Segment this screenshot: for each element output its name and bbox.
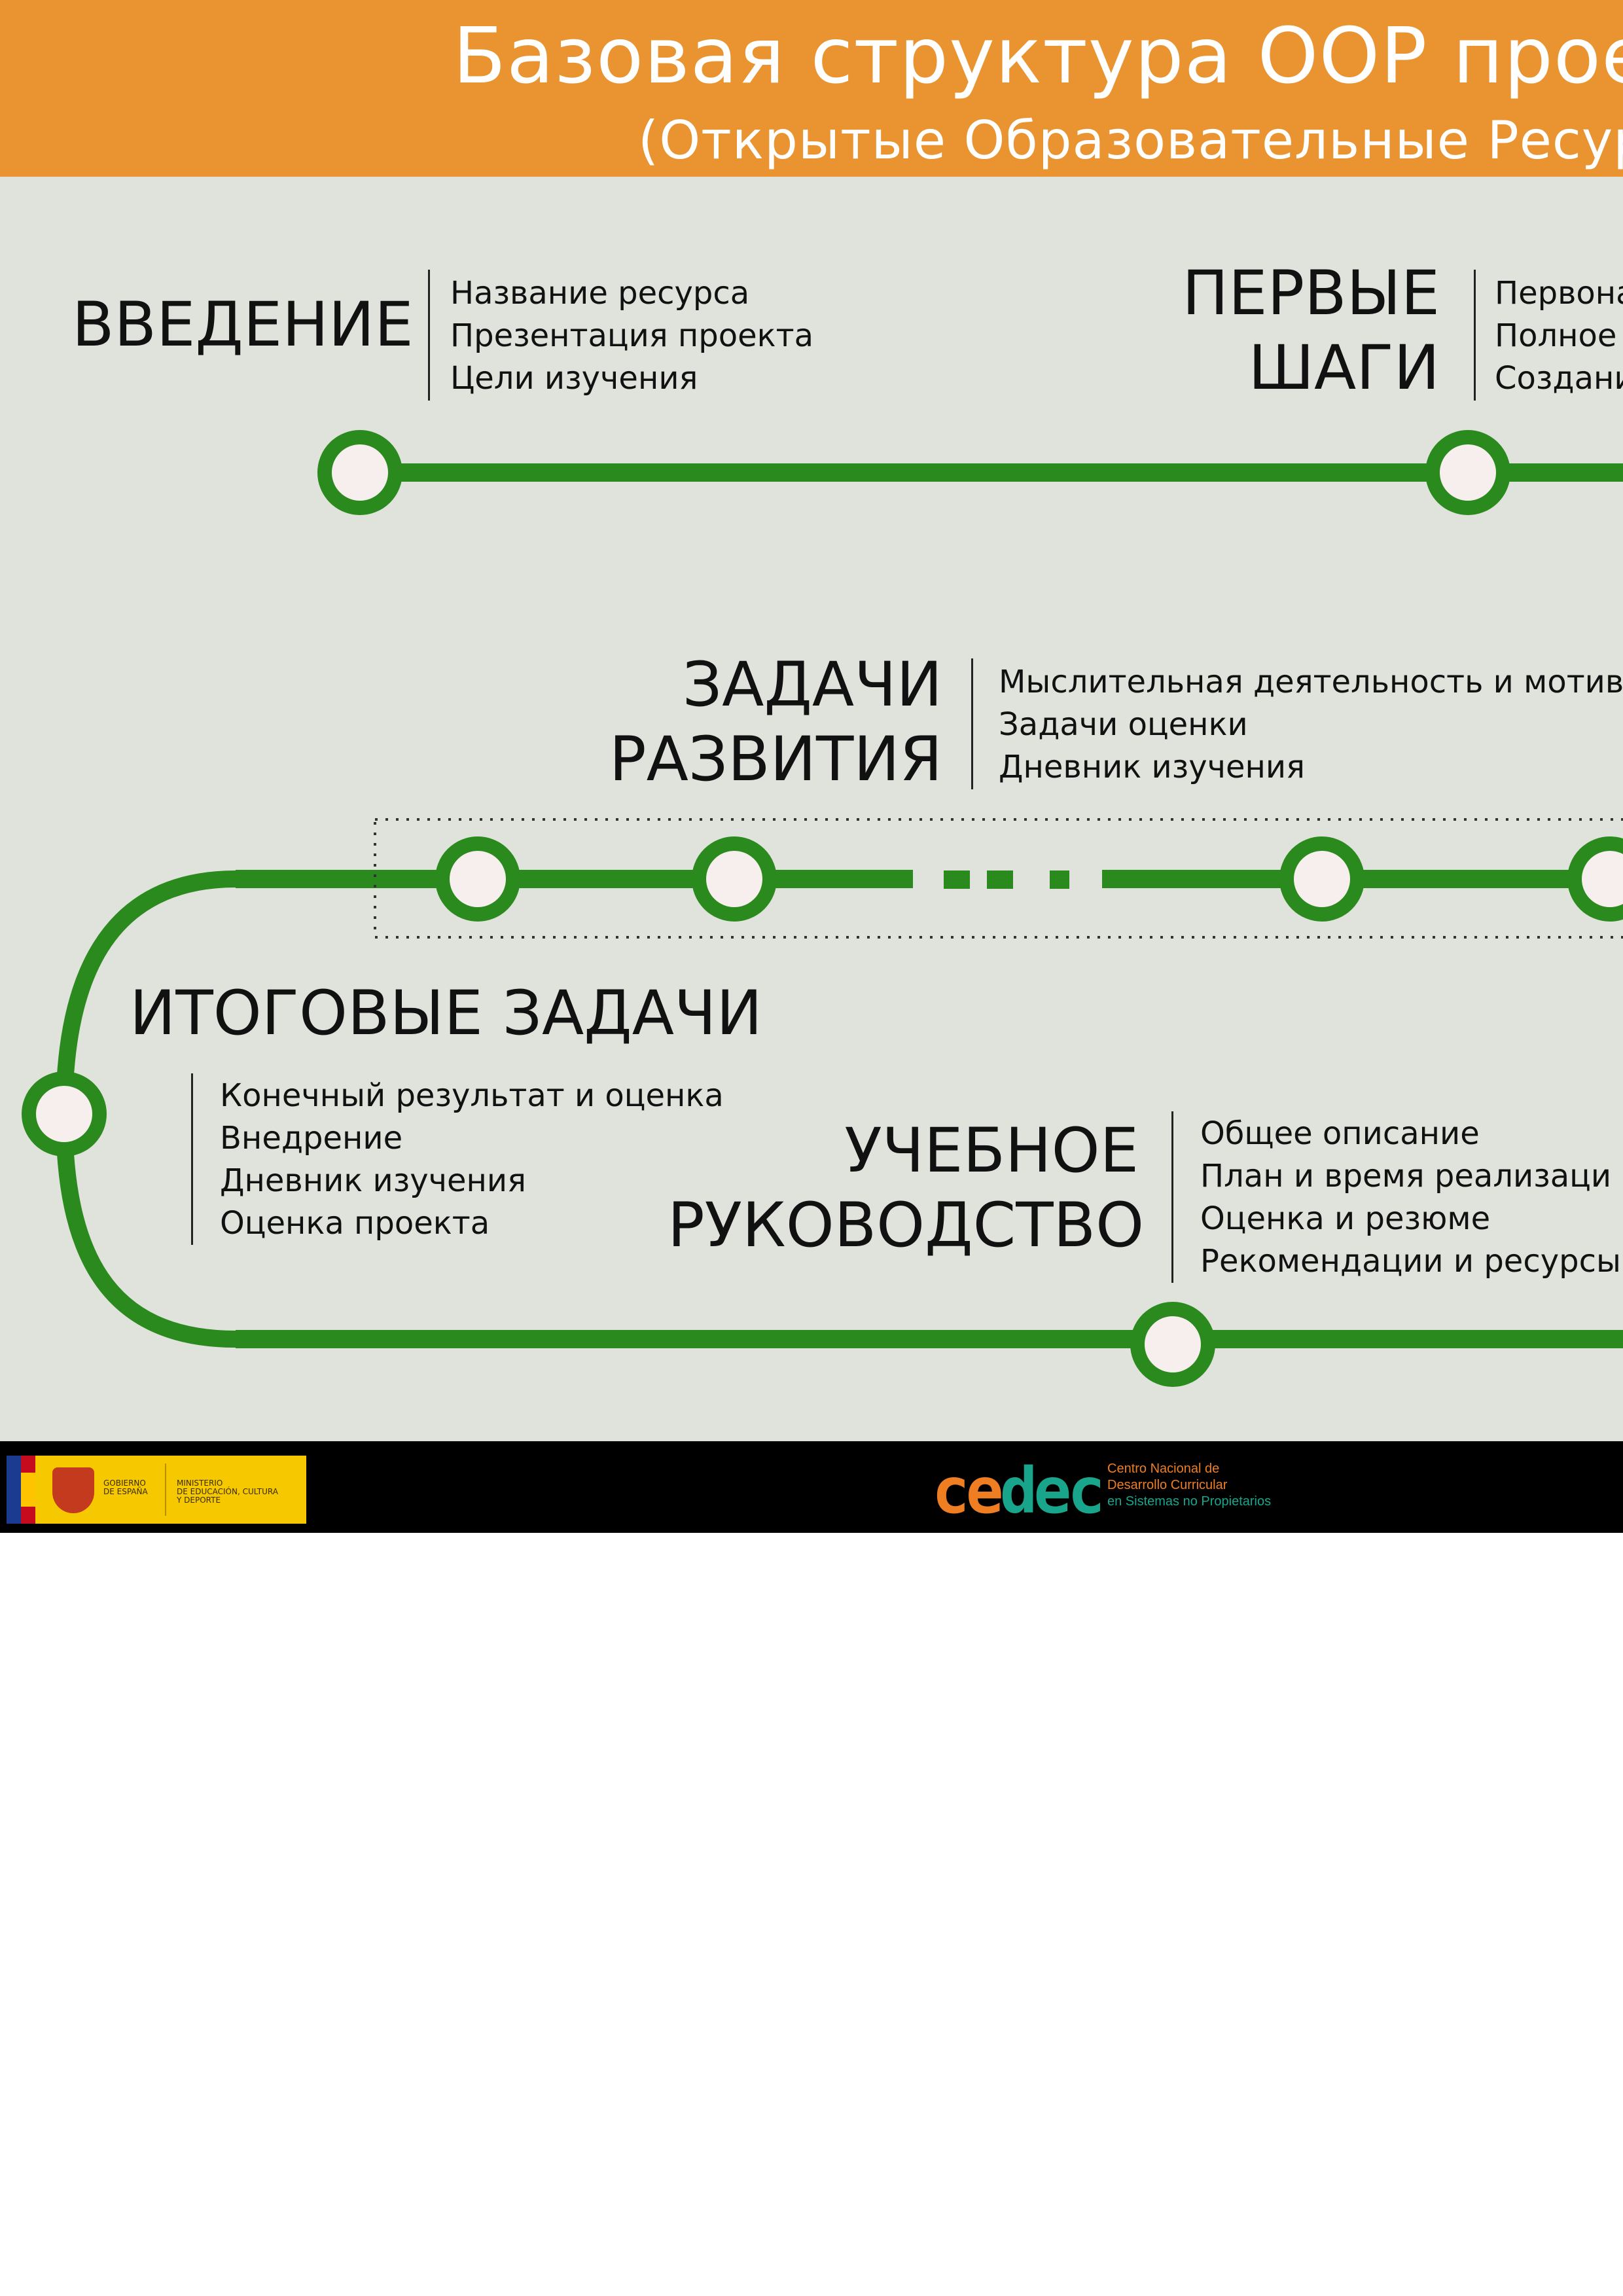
dev-tasks-item: Задачи оценки — [999, 706, 1248, 743]
ministry-label-line2: DE EDUCACIÓN, CULTURA — [177, 1487, 278, 1496]
station-final-tasks — [22, 1071, 107, 1157]
intro-items: Название ресурса Презентация проекта Цел… — [450, 272, 813, 400]
dev-tasks-items: Мыслительная деятельность и мотив Задачи… — [999, 661, 1623, 789]
first-steps-item: Первона — [1495, 275, 1623, 312]
government-label: GOBIERNO DE ESPAÑA — [103, 1479, 148, 1496]
page-title: Базовая структура ООР проект — [453, 10, 1623, 101]
dev-tasks-item: Дневник изучения — [999, 749, 1305, 785]
final-tasks-item: Оценка проекта — [220, 1205, 490, 1242]
section-title-final-tasks: ИТОГОВЫЕ ЗАДАЧИ — [130, 978, 762, 1049]
divider-intro — [428, 270, 430, 401]
guide-item: Рекомендации и ресурсы — [1200, 1243, 1621, 1280]
government-logo-divider — [165, 1463, 166, 1516]
cedec-line2: Desarrollo Curricular — [1107, 1478, 1228, 1492]
first-steps-item: Полное — [1495, 317, 1617, 354]
guide-item: Общее описание — [1200, 1115, 1480, 1152]
footer-bar: GOBIERNO DE ESPAÑA MINISTERIO DE EDUCACI… — [0, 1441, 1623, 1533]
coat-of-arms-icon — [52, 1467, 94, 1513]
header-banner: Базовая структура ООР проект (Открытые О… — [0, 0, 1623, 177]
station-dev-task-3 — [1279, 836, 1364, 922]
route-dash — [944, 870, 970, 889]
guide-title-line2: РУКОВОДСТВО — [668, 1190, 1145, 1261]
divider-guide — [1171, 1111, 1173, 1283]
intro-item: Цели изучения — [450, 360, 698, 397]
guide-title-line1: УЧЕБНОЕ — [844, 1115, 1139, 1187]
spain-flag-icon — [21, 1456, 35, 1524]
station-first-steps — [1425, 430, 1510, 515]
intro-item: Презентация проекта — [450, 317, 814, 354]
cedec-line1: Centro Nacional de — [1107, 1462, 1220, 1476]
ministry-label: MINISTERIO DE EDUCACIÓN, CULTURA Y DEPOR… — [177, 1479, 278, 1505]
section-title-dev-tasks: ЗАДАЧИ РАЗВИТИЯ — [563, 648, 942, 797]
station-intro — [317, 430, 402, 515]
dev-tasks-title-line2: РАЗВИТИЯ — [609, 724, 942, 795]
station-dev-task-1 — [435, 836, 520, 922]
first-steps-title-line2: ШАГИ — [1248, 332, 1440, 404]
final-tasks-item: Дневник изучения — [220, 1162, 526, 1199]
section-title-guide: УЧЕБНОЕ РУКОВОДСТВО — [668, 1114, 1145, 1263]
guide-item: План и время реализаци — [1200, 1158, 1612, 1194]
page-subtitle: (Открытые Образовательные Ресурс — [638, 110, 1623, 171]
final-tasks-item: Конечный результат и оценка — [220, 1077, 724, 1114]
station-dev-task-2 — [692, 836, 777, 922]
dev-tasks-item: Мыслительная деятельность и мотив — [999, 664, 1623, 700]
first-steps-item: Создани — [1495, 360, 1623, 397]
final-tasks-item: Внедрение — [220, 1120, 403, 1157]
dev-tasks-title-line1: ЗАДАЧИ — [682, 649, 942, 721]
government-logo: GOBIERNO DE ESPAÑA MINISTERIO DE EDUCACI… — [35, 1456, 306, 1524]
divider-dev-tasks — [971, 658, 973, 789]
cedec-description: Centro Nacional de Desarrollo Curricular… — [1107, 1461, 1271, 1510]
cedec-logo-part1: ce — [932, 1454, 1004, 1528]
cedec-logo: cedec — [932, 1454, 1105, 1528]
final-tasks-items: Конечный результат и оценка Внедрение Дн… — [220, 1075, 724, 1245]
guide-items: Общее описание План и время реализаци Оц… — [1200, 1113, 1621, 1283]
section-title-intro: ВВЕДЕНИЕ — [72, 289, 414, 361]
cedec-logo-part2: dec — [999, 1454, 1105, 1528]
station-dev-task-4 — [1567, 836, 1623, 922]
route-dash — [987, 870, 1013, 889]
ministry-label-line1: MINISTERIO — [177, 1479, 223, 1488]
divider-final-tasks — [191, 1073, 193, 1245]
first-steps-items: Первона Полное Создани — [1495, 272, 1623, 400]
dev-tasks-dotted-frame — [374, 818, 1623, 939]
route-map — [22, 430, 1623, 1387]
route-diagram: ВВЕДЕНИЕ Название ресурса Презентация пр… — [0, 177, 1623, 1441]
divider-first-steps — [1474, 270, 1476, 401]
government-label-line2: DE ESPAÑA — [103, 1487, 148, 1496]
section-title-first-steps: ПЕРВЫЕ ШАГИ — [1152, 257, 1440, 406]
guide-item: Оценка и резюме — [1200, 1200, 1491, 1237]
first-steps-title-line1: ПЕРВЫЕ — [1182, 258, 1440, 329]
eu-flag-icon — [7, 1456, 21, 1524]
route-dash — [1050, 870, 1069, 889]
intro-item: Название ресурса — [450, 275, 750, 312]
ministry-label-line3: Y DEPORTE — [177, 1496, 221, 1505]
government-label-line1: GOBIERNO — [103, 1479, 146, 1488]
station-guide — [1130, 1302, 1215, 1387]
cedec-line3: en Sistemas no Propietarios — [1107, 1494, 1272, 1509]
